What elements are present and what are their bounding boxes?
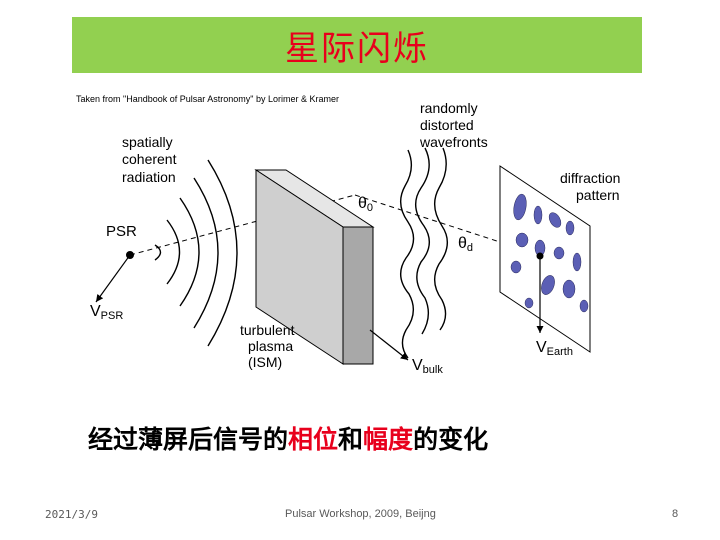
footer-event: Pulsar Workshop, 2009, Beijng [285,508,436,520]
label-psr: PSR [106,223,137,240]
ism-slab [254,169,375,365]
vbulk-arrow [369,329,409,361]
label-theta0: θ0 [358,195,373,214]
label-turbulent-3: (ISM) [248,354,282,370]
label-wavefronts-3: wavefronts [419,134,488,150]
caption-part-1: 经过薄屏后信号的 [88,425,289,454]
caption-part-2: 和 [338,425,364,454]
distorted-wavefronts [400,147,448,359]
caption-highlight-phase: 相位 [288,425,339,454]
label-coherent-1: spatially [122,134,173,150]
label-coherent-3: radiation [122,169,176,185]
diffraction-blobs [510,193,589,313]
label-vpsr: VPSR [90,303,123,322]
label-turbulent-2: plasma [248,338,293,354]
scintillation-diagram: Taken from "Handbook of Pulsar Astronomy… [70,90,670,390]
slide-caption: 经过薄屏后信号的相位和幅度的变化 [88,420,488,456]
vpsr-arrow [95,254,131,303]
caption-part-3: 的变化 [413,425,489,454]
diagram-svg: Taken from "Handbook of Pulsar Astronomy… [76,94,620,376]
coherent-wavefronts [154,159,238,347]
label-coherent-2: coherent [122,151,177,167]
label-wavefronts-2: distorted [420,117,474,133]
sightline-1 [129,194,356,256]
label-diffraction-1: diffraction [560,170,620,186]
slide-title: 星际闪烁 [285,28,429,69]
label-wavefronts-1: randomly [420,100,478,116]
label-diffraction-2: pattern [576,187,620,203]
footer-date: 2021/3/9 [45,508,98,521]
source-note: Taken from "Handbook of Pulsar Astronomy… [76,94,339,104]
title-bar: 星际闪烁 [72,17,642,73]
label-turbulent-1: turbulent [240,322,295,338]
label-vearth: VEarth [536,339,573,358]
caption-highlight-amplitude: 幅度 [363,425,414,454]
footer-page-number: 8 [672,508,679,520]
label-vbulk: Vbulk [412,357,443,376]
label-thetad: θd [458,235,473,254]
